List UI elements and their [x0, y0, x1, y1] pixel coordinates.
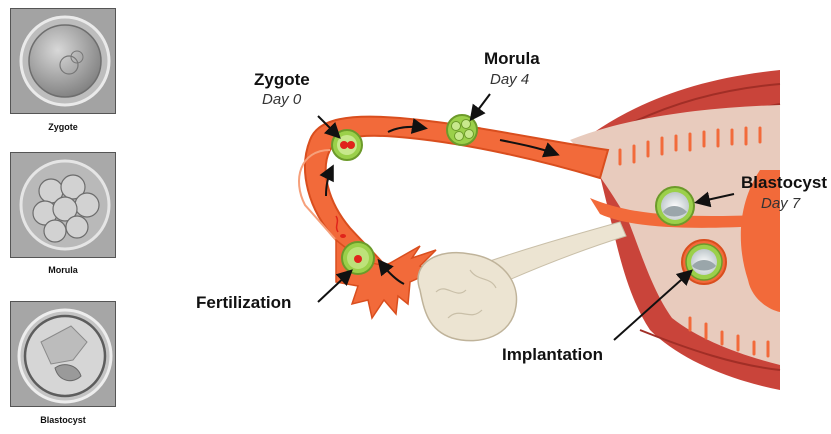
morula-label: Morula [484, 49, 540, 68]
implanting-blastocyst [681, 239, 727, 285]
zygote-cell [331, 129, 363, 161]
morula-cell [446, 114, 478, 146]
label-pointers [317, 93, 735, 341]
zygote-day-label: Day 0 [262, 91, 302, 108]
fertilization-diagram: Zygote Day 0 Morula Day 4 Blastocyst Day… [196, 49, 827, 390]
blastocyst-cell [655, 186, 695, 226]
fertilization-label: Fertilization [196, 293, 291, 312]
sperm [335, 215, 339, 233]
zygote-photo [10, 8, 116, 114]
morula-caption: Morula [48, 265, 78, 275]
implantation-label: Implantation [502, 345, 603, 364]
ovary [417, 252, 518, 342]
blastocyst-caption: Blastocyst [40, 415, 86, 425]
zygote-caption: Zygote [48, 122, 78, 132]
blastocyst-label: Blastocyst [741, 173, 827, 192]
blastocyst-photo [10, 301, 116, 407]
zygote-label: Zygote [254, 70, 310, 89]
morula-photo [10, 152, 116, 258]
ovarian-ligament [469, 221, 627, 293]
uterine-lining [570, 105, 780, 365]
blastocyst-day-label: Day 7 [761, 195, 801, 212]
endometrial-glands [618, 126, 770, 358]
fertilized-egg [341, 241, 375, 275]
flow-arrows [319, 118, 560, 285]
morula-day-label: Day 4 [490, 71, 529, 88]
uterine-cavity [740, 170, 780, 312]
